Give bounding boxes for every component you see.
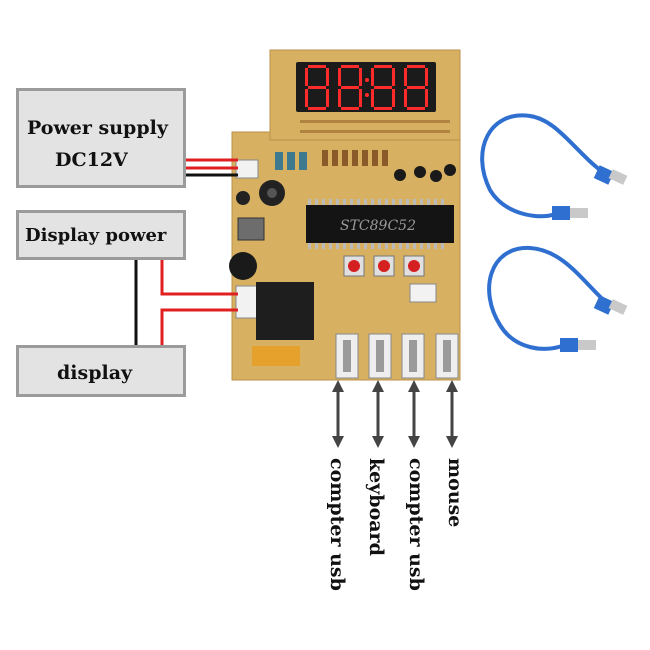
display-power-box: Display power [16,210,186,260]
display-label: display [57,362,133,384]
display-box: display [16,345,186,397]
usb-cable-icon [480,113,628,220]
port-label-keyboard: keyboard [365,458,387,556]
power-supply-box: Power supply DC12V [16,88,186,188]
double-arrow-icon [332,380,458,448]
display-power-wires [134,258,238,345]
power-supply-wires [186,158,238,177]
power-connector [235,159,259,179]
port-label-computer-usb-1: compter usb [326,458,348,591]
push-buttons [343,255,425,277]
display-connector [235,285,259,319]
display-digit [305,65,329,110]
power-supply-label: Power supply [27,117,168,139]
relay [256,282,314,340]
display-power-label: Display power [25,225,167,246]
seven-segment-display [296,62,436,112]
port-label-mouse: mouse [444,458,466,528]
chip-marking: STC89C52 [340,218,416,234]
usb-cable-icon [487,245,628,352]
buzzer [229,252,257,280]
mcu-chip: STC89C52 [306,199,454,249]
port-label-computer-usb-2: compter usb [405,458,427,591]
display-digit [371,65,395,110]
display-digit [338,65,369,110]
display-digit [404,65,428,110]
fuse [252,346,300,366]
power-supply-voltage: DC12V [55,149,128,171]
regulator [237,217,265,241]
